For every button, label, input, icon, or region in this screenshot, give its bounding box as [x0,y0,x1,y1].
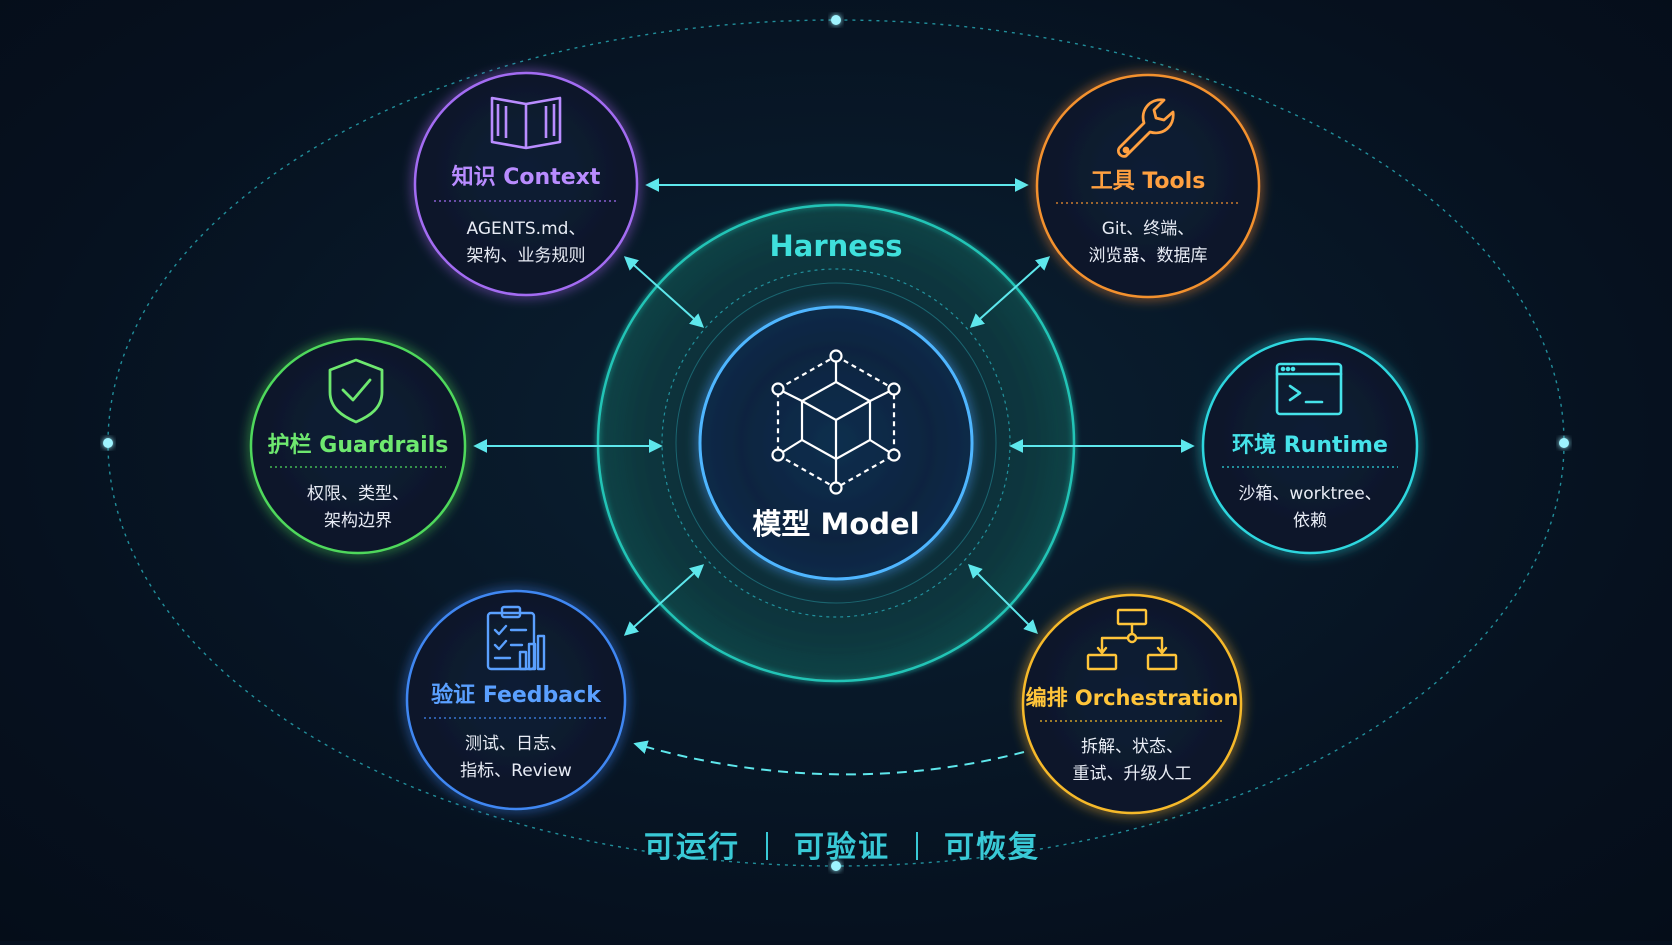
orchestration-title: 编排 Orchestration [1026,686,1239,710]
orchestration-desc-line2: 重试、升级人工 [1073,764,1192,784]
footer-tagline: 可运行 可验证 可恢复 [644,830,1040,865]
node-runtime: 环境 Runtime 沙箱、worktree、 依赖 [1201,337,1419,555]
clipboard-chart-icon [486,605,546,671]
arrow-context-model [623,256,705,328]
footer-item-verifiable: 可验证 [794,830,890,865]
model-core: 模型 Model [698,305,974,581]
model-label: 模型 Model [752,507,919,541]
arrow-tools-model [969,256,1051,328]
arrow-orchestration-model [968,564,1038,634]
orbit-dot-right [1559,438,1569,448]
node-tools: 工具 Tools Git、终端、 浏览器、数据库 [1035,73,1261,299]
shield-check-icon [328,358,384,424]
arrow-feedback-model [623,564,705,636]
footer-item-runnable: 可运行 [644,830,740,865]
feedback-title: 验证 Feedback [431,682,602,708]
footer-item-recoverable: 可恢复 [944,830,1040,865]
book-icon [490,96,562,150]
context-desc-line1: AGENTS.md、 [467,219,586,239]
terminal-icon [1275,362,1343,416]
harness-label: Harness [770,229,903,263]
tools-title: 工具 Tools [1091,169,1206,194]
tools-desc-line2: 浏览器、数据库 [1089,246,1208,266]
node-guardrails: 护栏 Guardrails 权限、类型、 架构边界 [249,337,467,555]
guardrails-title: 护栏 Guardrails [268,432,449,458]
runtime-desc-line2: 依赖 [1293,511,1327,531]
node-orchestration: 编排 Orchestration 拆解、状态、 重试、升级人工 [1021,593,1243,815]
wrench-icon [1117,98,1175,158]
outer-orbit [103,15,1569,871]
context-title: 知识 Context [452,164,601,190]
flowchart-icon [1086,608,1178,671]
orbit-dot-bottom [831,861,841,871]
runtime-title: 环境 Runtime [1232,432,1388,458]
orbit-dot-top [831,15,841,25]
connectors [473,178,1195,776]
cube-network-icon [771,349,901,495]
context-desc-line2: 架构、业务规则 [467,246,586,266]
arrow-orchestration-feedback [633,740,1025,776]
feedback-desc-line1: 测试、日志、 [465,734,567,754]
runtime-desc-line1: 沙箱、worktree、 [1238,484,1381,504]
feedback-desc-line2: 指标、Review [460,761,572,781]
node-feedback: 验证 Feedback 测试、日志、 指标、Review [405,589,627,811]
guardrails-desc-line2: 架构边界 [324,511,392,531]
tools-desc-line1: Git、终端、 [1102,219,1195,239]
guardrails-desc-line1: 权限、类型、 [307,484,409,504]
node-context: 知识 Context AGENTS.md、 架构、业务规则 [413,71,639,297]
orchestration-desc-line1: 拆解、状态、 [1081,737,1183,757]
orbit-dot-left [103,438,113,448]
